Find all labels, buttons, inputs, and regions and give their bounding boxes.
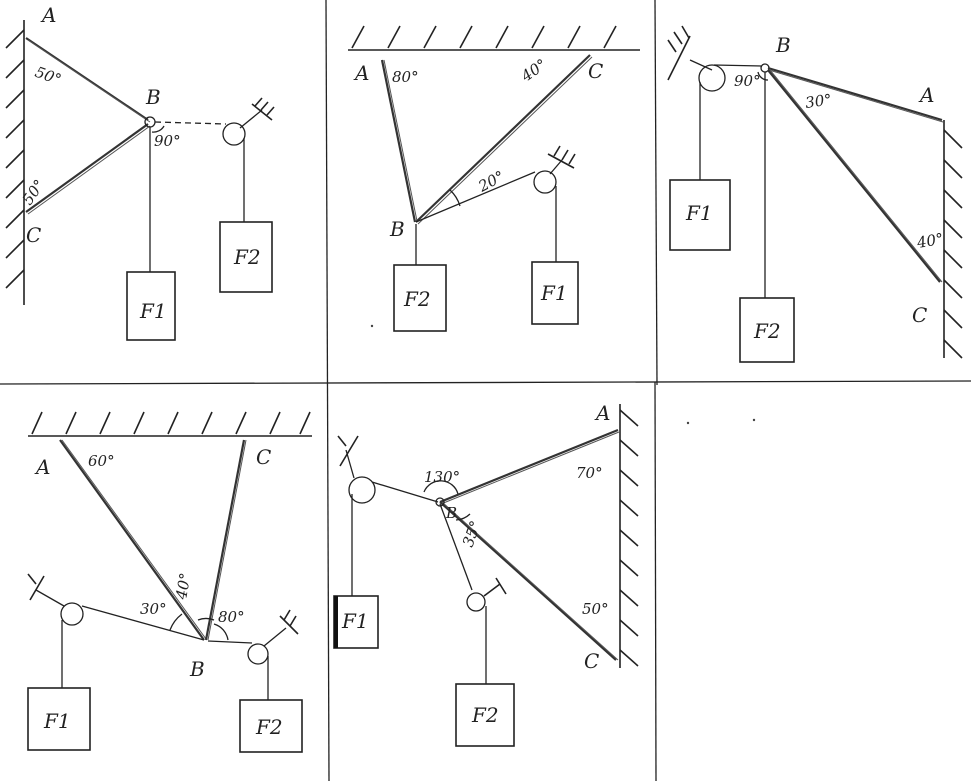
panel-2-rope-to-pulley — [415, 171, 536, 223]
panel-3-angle-2: 30° — [804, 90, 833, 112]
panel-1-label-C: C — [26, 223, 41, 247]
panel-5-label-F2: F2 — [471, 703, 499, 727]
panel-5-label-A: A — [594, 401, 610, 425]
panel-1-rope-horizontal — [154, 121, 227, 125]
panel-2-weight-F2 — [393, 264, 447, 332]
panel-3-weight-F1 — [669, 179, 731, 251]
panel-5-weight-F2 — [455, 683, 515, 747]
panel-5-label-B: B — [445, 504, 457, 522]
panel-3-label-F1: F1 — [685, 201, 713, 225]
panel-1-angle-1: 50° — [33, 63, 64, 89]
panel-4-rope-left — [81, 605, 205, 641]
panel-4-angle-4: 80° — [218, 608, 245, 626]
panel-5-weight-F1 — [333, 595, 379, 649]
panel-2-pulley — [533, 170, 557, 194]
panel-2-rod-CB — [415, 54, 591, 223]
panel-1-label-B: B — [145, 85, 161, 109]
panel-5-rope-down — [439, 503, 473, 591]
panel-4-weight-F1 — [27, 687, 91, 751]
panel-5-pulley-left — [348, 476, 376, 504]
panel-4-angle-2: 30° — [140, 600, 167, 618]
panel-5: A B C 130° 70° 35° 50° F1 F2 — [333, 401, 639, 747]
panel-2-angle-1: 80° — [392, 68, 419, 86]
panel-2-angle-2: 40° — [517, 55, 550, 86]
panel-3-rod-BA — [767, 66, 943, 122]
panel-5-pulley-lower — [466, 592, 486, 612]
panel-1-angle-2: 90° — [154, 132, 181, 150]
panel-3-pulley — [698, 64, 726, 92]
panel-1-rod-AB — [25, 37, 149, 121]
panel-4-rope-right — [207, 640, 253, 644]
panel-3-rod-BC — [767, 69, 941, 283]
panel-5-wall — [619, 404, 639, 668]
panel-1-weight-F1 — [126, 271, 176, 341]
panel-5-pulley-lower-mount — [483, 577, 507, 597]
panel-4-rod-CB — [204, 439, 246, 641]
panel-2-weight-F1 — [531, 261, 579, 325]
panel-4-weight-F2 — [239, 699, 303, 753]
panel-5-label-C: C — [584, 649, 599, 673]
panel-1-rod-CB — [25, 123, 149, 213]
panel-2-label-A: A — [353, 61, 369, 85]
panel-5-rod-BA — [439, 428, 619, 504]
panel-3-label-B: B — [775, 33, 791, 57]
panel-5-angle-1: 130° — [424, 468, 460, 486]
panel-4-pulley-right-mount — [279, 609, 299, 635]
panel-5-angle-4: 50° — [582, 600, 609, 618]
panel-3-label-A: A — [918, 83, 934, 107]
panel-4-label-F1: F1 — [43, 709, 71, 733]
panel-1: A B C 50° 90° 50° F1 F2 — [5, 3, 275, 341]
panel-4-label-B: B — [189, 657, 205, 681]
panel-3-label-C: C — [912, 303, 927, 327]
panel-3-rope-horizontal — [713, 64, 763, 67]
panel-1-label-F2: F2 — [233, 245, 261, 269]
panel-5-rod-BC — [439, 501, 617, 661]
panel-2-angle-3: 20° — [475, 167, 508, 196]
panel-1-weight-F2 — [219, 221, 273, 293]
panel-2: A B C 80° 40° 20° F2 F1 — [348, 25, 640, 332]
stray-marks — [370, 324, 756, 425]
panel-4-pulley-left — [60, 602, 84, 626]
panel-3: B A C 90° 30° 40° F1 F2 — [667, 25, 963, 363]
panel-4-label-A: A — [34, 455, 50, 479]
panel-3-angle-3: 40° — [915, 230, 945, 253]
panel-2-ceiling — [348, 25, 640, 51]
panel-4-rod-AB — [59, 439, 205, 641]
panel-1-pulley — [222, 122, 246, 146]
panel-3-wall — [943, 120, 963, 359]
panel-3-weight-F2 — [739, 297, 795, 363]
panel-5-label-F1: F1 — [341, 609, 369, 633]
panel-1-wall — [5, 20, 25, 305]
panel-5-angle-2: 70° — [576, 464, 603, 482]
panel-4-label-F2: F2 — [255, 715, 283, 739]
panel-3-angle-1: 90° — [734, 72, 761, 90]
panel-2-pulley-mount — [547, 145, 576, 169]
panel-1-label-A: A — [40, 3, 56, 27]
panel-5-joint-B — [435, 497, 445, 507]
panel-4-angle-1: 60° — [88, 452, 115, 470]
panel-3-label-F2: F2 — [753, 319, 781, 343]
panel-4-pulley-left-mount — [27, 573, 45, 601]
panel-1-pulley-mount — [251, 97, 275, 121]
panel-3-pulley-mount — [667, 25, 691, 81]
panel-4-ceiling — [28, 411, 312, 437]
panel-1-label-F1: F1 — [139, 299, 167, 323]
panel-2-label-F1: F1 — [540, 281, 568, 305]
panel-5-pulley-left-mount — [337, 435, 359, 467]
panel-5-rope-left — [371, 481, 439, 503]
panel-4: A C B 60° 30° 40° 80° F1 F2 — [27, 411, 312, 753]
panel-2-rod-AB — [380, 59, 417, 223]
panel-2-label-B: B — [389, 217, 405, 241]
panel-2-label-C: C — [588, 59, 603, 83]
panel-4-label-C: C — [256, 445, 271, 469]
panel-2-label-F2: F2 — [403, 287, 431, 311]
panel-4-pulley-right — [247, 643, 269, 665]
panel-4-angle-3: 40° — [172, 571, 195, 601]
